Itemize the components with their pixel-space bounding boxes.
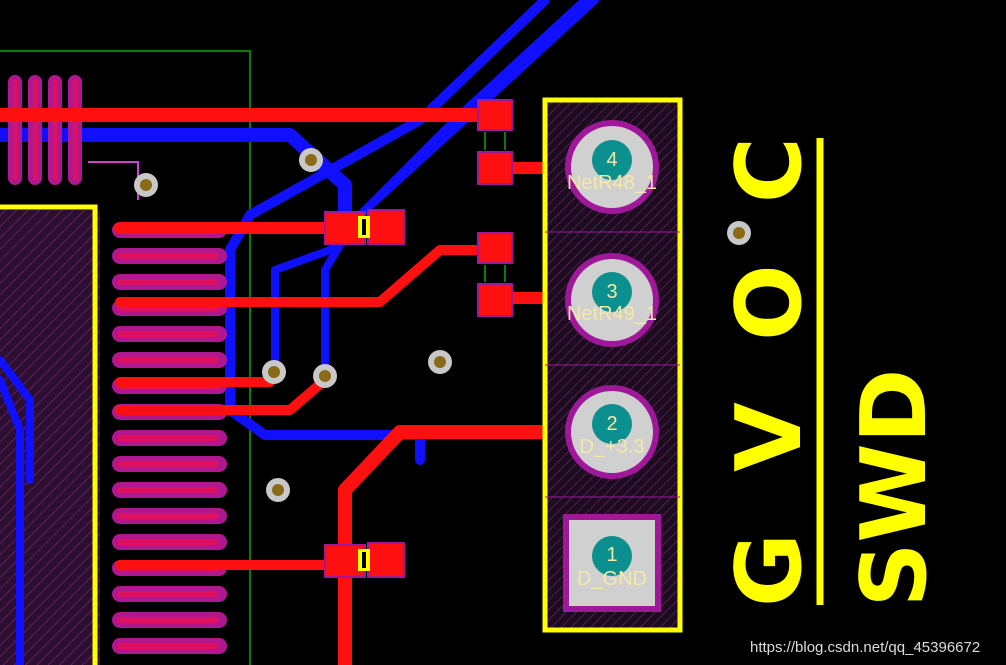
pin-1-net-label: D_GND xyxy=(577,568,647,590)
ic-side-pins xyxy=(112,222,227,654)
ic-pin-copper xyxy=(118,461,218,467)
ic-pin-copper xyxy=(118,357,218,363)
ic-pin-copper xyxy=(118,591,218,597)
ic-pin-copper xyxy=(118,253,218,259)
connector-pin-4[interactable]: 4 NetR48_1 xyxy=(565,120,659,214)
swd-connector[interactable]: 4 NetR48_1 3 NetR49_1 2 D_+3.3 1 D_GND xyxy=(542,97,683,633)
ic-pin-copper xyxy=(118,513,218,519)
ic-pin-copper xyxy=(118,487,218,493)
pin-4-net-label: NetR48_1 xyxy=(567,172,657,194)
ic-pin-copper xyxy=(118,643,218,649)
ic-pin-copper xyxy=(118,305,218,311)
connector-pin-1[interactable]: 1 D_GND xyxy=(563,514,661,612)
connector-pin-2[interactable]: 2 D_+3.3 xyxy=(565,385,659,479)
ic-pin-copper xyxy=(118,435,218,441)
capacitor-bottom[interactable] xyxy=(324,542,405,578)
swd-label-silkscreen: SWD xyxy=(842,369,947,608)
ic-pin-copper xyxy=(118,539,218,545)
board-outline xyxy=(0,50,251,665)
pin-2-number: 2 xyxy=(606,413,617,435)
watermark-text: https://blog.csdn.net/qq_45396672 xyxy=(750,639,980,656)
pin-2-net-label: D_+3.3 xyxy=(579,436,644,458)
ic-top-pins xyxy=(8,75,82,185)
ic-pin-copper xyxy=(118,617,218,623)
resistor-r49[interactable] xyxy=(477,232,513,317)
ic-pin-copper xyxy=(118,279,218,285)
pin-4-number: 4 xyxy=(606,149,617,171)
connector-pin-3[interactable]: 3 NetR49_1 xyxy=(565,253,659,347)
pin-3-net-label: NetR49_1 xyxy=(567,303,657,325)
ic-pin-copper xyxy=(118,331,218,337)
pin-1-number: 1 xyxy=(606,544,617,566)
capacitor-top[interactable] xyxy=(324,209,405,245)
vias xyxy=(134,148,751,502)
pin-3-number: 3 xyxy=(606,281,617,303)
resistor-r48[interactable] xyxy=(477,99,513,185)
